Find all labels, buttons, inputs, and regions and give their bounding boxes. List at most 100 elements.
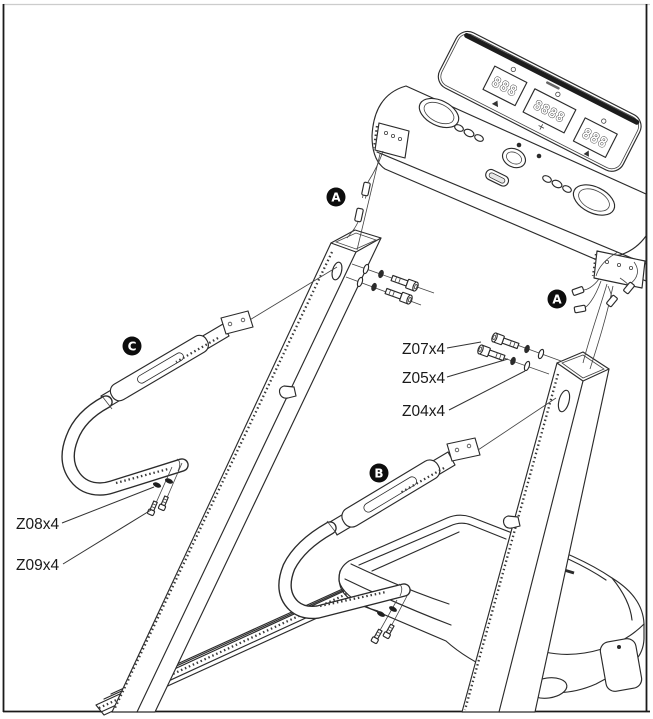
washer-z04 — [362, 263, 370, 275]
screw-z09 — [146, 500, 158, 516]
indicator-dot — [536, 153, 542, 159]
console-front-edge — [376, 151, 647, 265]
washer-z04 — [537, 348, 545, 360]
washer-z08 — [164, 478, 174, 484]
label-z04: Z04x4 — [402, 403, 445, 420]
callout-b: B — [369, 463, 389, 483]
upright-right-hole — [557, 389, 571, 413]
upright-left-top-opening — [330, 229, 382, 253]
upright-right — [461, 351, 610, 713]
bolt-z07 — [384, 287, 413, 305]
washer-z05 — [510, 356, 516, 366]
screw-z09 — [157, 495, 169, 511]
mount-bracket-left — [372, 122, 410, 159]
washer-z08 — [377, 611, 385, 617]
display-icon — [583, 150, 589, 157]
callouts: A A B C — [122, 187, 567, 483]
bracket-hole — [390, 133, 395, 138]
leader-line-z07 — [446, 341, 482, 349]
bolt-z07 — [477, 344, 506, 362]
bracket-hole — [605, 259, 610, 264]
plate-hole — [240, 317, 246, 323]
console: 888 8888 888 — [346, 30, 647, 370]
part-labels: Z07x4 Z05x4 Z04x4 Z08x4 Z09x4 — [16, 341, 526, 574]
handlebar-c-plate — [220, 310, 254, 335]
screw-set-c — [146, 462, 183, 516]
wire-connector — [623, 281, 635, 295]
console-button — [562, 185, 572, 193]
belt-surface-line — [344, 578, 452, 626]
console-button — [542, 175, 552, 183]
washer-z05 — [524, 344, 530, 354]
center-knob — [501, 147, 527, 169]
belt-edge — [358, 525, 451, 566]
washer-z05 — [378, 269, 384, 279]
bolt-set-right — [477, 332, 562, 375]
callout-a-1: A — [326, 187, 346, 207]
plate-hole — [454, 447, 460, 453]
handlebar-b-sleeve — [341, 459, 441, 528]
leader-line-z09 — [62, 509, 152, 565]
safety-key-slot — [485, 168, 510, 187]
wire — [582, 278, 600, 291]
rear-foot — [599, 638, 643, 692]
callout-a-1-letter: A — [331, 191, 341, 205]
cup-holder-left — [418, 97, 460, 129]
display-icon — [555, 91, 561, 97]
wire — [583, 280, 602, 309]
bracket-hole — [617, 262, 622, 267]
wire-connector — [361, 181, 371, 199]
brand-logo — [546, 81, 560, 90]
console-button — [551, 179, 563, 189]
handlebar-b-plate — [446, 437, 481, 462]
bolt-z07 — [390, 274, 419, 292]
plate-hole — [227, 321, 233, 327]
upright-right-top-opening — [556, 351, 610, 382]
bolt-set-left — [345, 263, 435, 306]
washer-z04 — [356, 276, 364, 288]
console-button — [454, 124, 464, 132]
display-center: 8888 — [522, 88, 577, 134]
belt-edge — [371, 531, 460, 572]
wire-connector — [606, 294, 618, 308]
handlebar-c-sleeve — [109, 334, 209, 402]
bolt-z07 — [491, 332, 520, 350]
wire — [589, 285, 614, 370]
handlebar-b — [278, 437, 481, 620]
wire-clip — [502, 515, 521, 529]
display-left: 888 — [482, 65, 528, 108]
button-cluster-right — [542, 175, 572, 193]
console-desk — [371, 85, 647, 282]
cup-holder-right — [572, 184, 616, 216]
console-display-panel: 888 8888 888 — [437, 30, 642, 172]
assembly-leader-line — [356, 153, 381, 251]
wire-connector — [571, 286, 585, 296]
console-button — [474, 134, 484, 142]
button-cluster-left — [454, 124, 484, 142]
callout-c: C — [122, 336, 142, 356]
leader-line-z04 — [448, 370, 526, 411]
label-z08: Z08x4 — [16, 516, 59, 533]
wire — [367, 150, 384, 183]
handlebar-c — [61, 266, 338, 516]
callout-b-letter: B — [374, 467, 383, 481]
wire-clip — [278, 385, 297, 399]
washer-z05 — [371, 282, 377, 292]
screw-z09 — [382, 623, 395, 639]
screw-z09 — [370, 628, 383, 644]
assembly-leader-line — [247, 266, 338, 322]
washer-z08 — [389, 606, 397, 612]
wire — [582, 283, 608, 364]
bolt-dot — [617, 645, 621, 649]
wire — [595, 251, 619, 277]
washer-z04 — [523, 360, 531, 372]
display-right: 888 — [572, 117, 618, 158]
panel-top-band — [464, 33, 640, 125]
bracket-hole — [383, 130, 388, 135]
screw-set-b — [370, 595, 408, 644]
label-z05: Z05x4 — [402, 370, 445, 387]
callout-a-2: A — [547, 289, 567, 309]
callout-a-2-letter: A — [552, 293, 562, 307]
